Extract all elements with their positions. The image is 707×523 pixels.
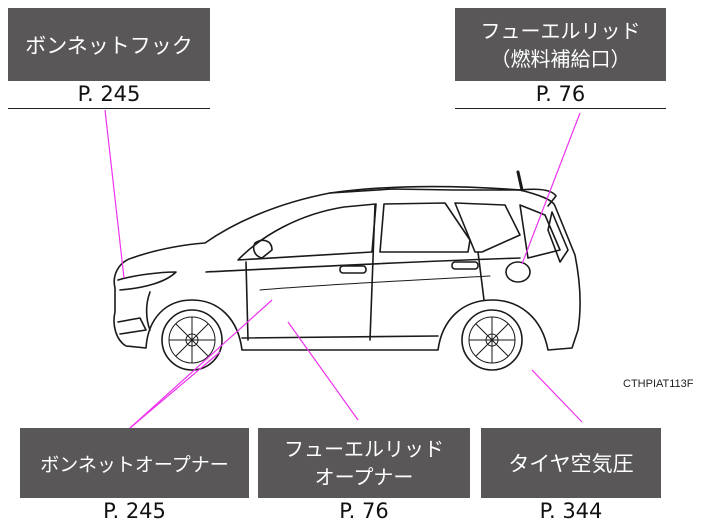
leader-fuel-opener <box>287 321 359 421</box>
hood-hook-label-box: ボンネットフック <box>8 8 210 81</box>
fuel-lid-opener-page-ref: P. 76 <box>339 499 389 523</box>
tire-pressure-label: タイヤ空気圧 <box>508 452 634 476</box>
fuel-lid-shape <box>505 261 531 283</box>
hood-opener-label: ボンネットオープナー <box>40 453 229 476</box>
fuel-lid-page-ref: P. 76 <box>535 82 586 106</box>
quarter-window <box>454 202 521 253</box>
fuel-lid-divider <box>455 108 666 109</box>
leader-fuel-lid <box>521 112 581 265</box>
fuel-lid-label-line1: フューエルリッド <box>480 18 641 43</box>
leader-tire <box>531 369 583 423</box>
front-window <box>237 203 377 261</box>
fuel-lid-opener-line1: フューエルリッド <box>284 437 444 461</box>
hood-hook-divider <box>8 108 210 109</box>
rear-window <box>379 202 471 253</box>
figure-code: CTHPIAT113F <box>623 378 694 390</box>
hood-opener-page-ref: P. 245 <box>103 499 166 523</box>
hood-hook-page-ref: P. 245 <box>77 82 141 106</box>
hood-hook-label: ボンネットフック <box>25 33 193 58</box>
leader-hood-hook <box>104 109 125 279</box>
leader-hood-opener-1 <box>129 299 273 429</box>
fuel-lid-label-box: フューエルリッド （燃料補給口） <box>455 8 666 81</box>
tire-pressure-label-box: タイヤ空気圧 <box>481 428 661 498</box>
front-wheel <box>161 309 223 371</box>
hood-opener-label-box: ボンネットオープナー <box>20 428 249 498</box>
leader-hood-opener-2 <box>129 351 221 429</box>
fuel-lid-opener-line2: オープナー <box>314 465 414 489</box>
fuel-lid-opener-label-box: フューエルリッド オープナー <box>258 428 470 498</box>
fuel-lid-label-line2: （燃料補給口） <box>490 46 631 71</box>
tire-pressure-page-ref: P. 344 <box>539 499 603 523</box>
rear-wheel <box>461 309 523 371</box>
car-body-outline <box>113 185 581 351</box>
